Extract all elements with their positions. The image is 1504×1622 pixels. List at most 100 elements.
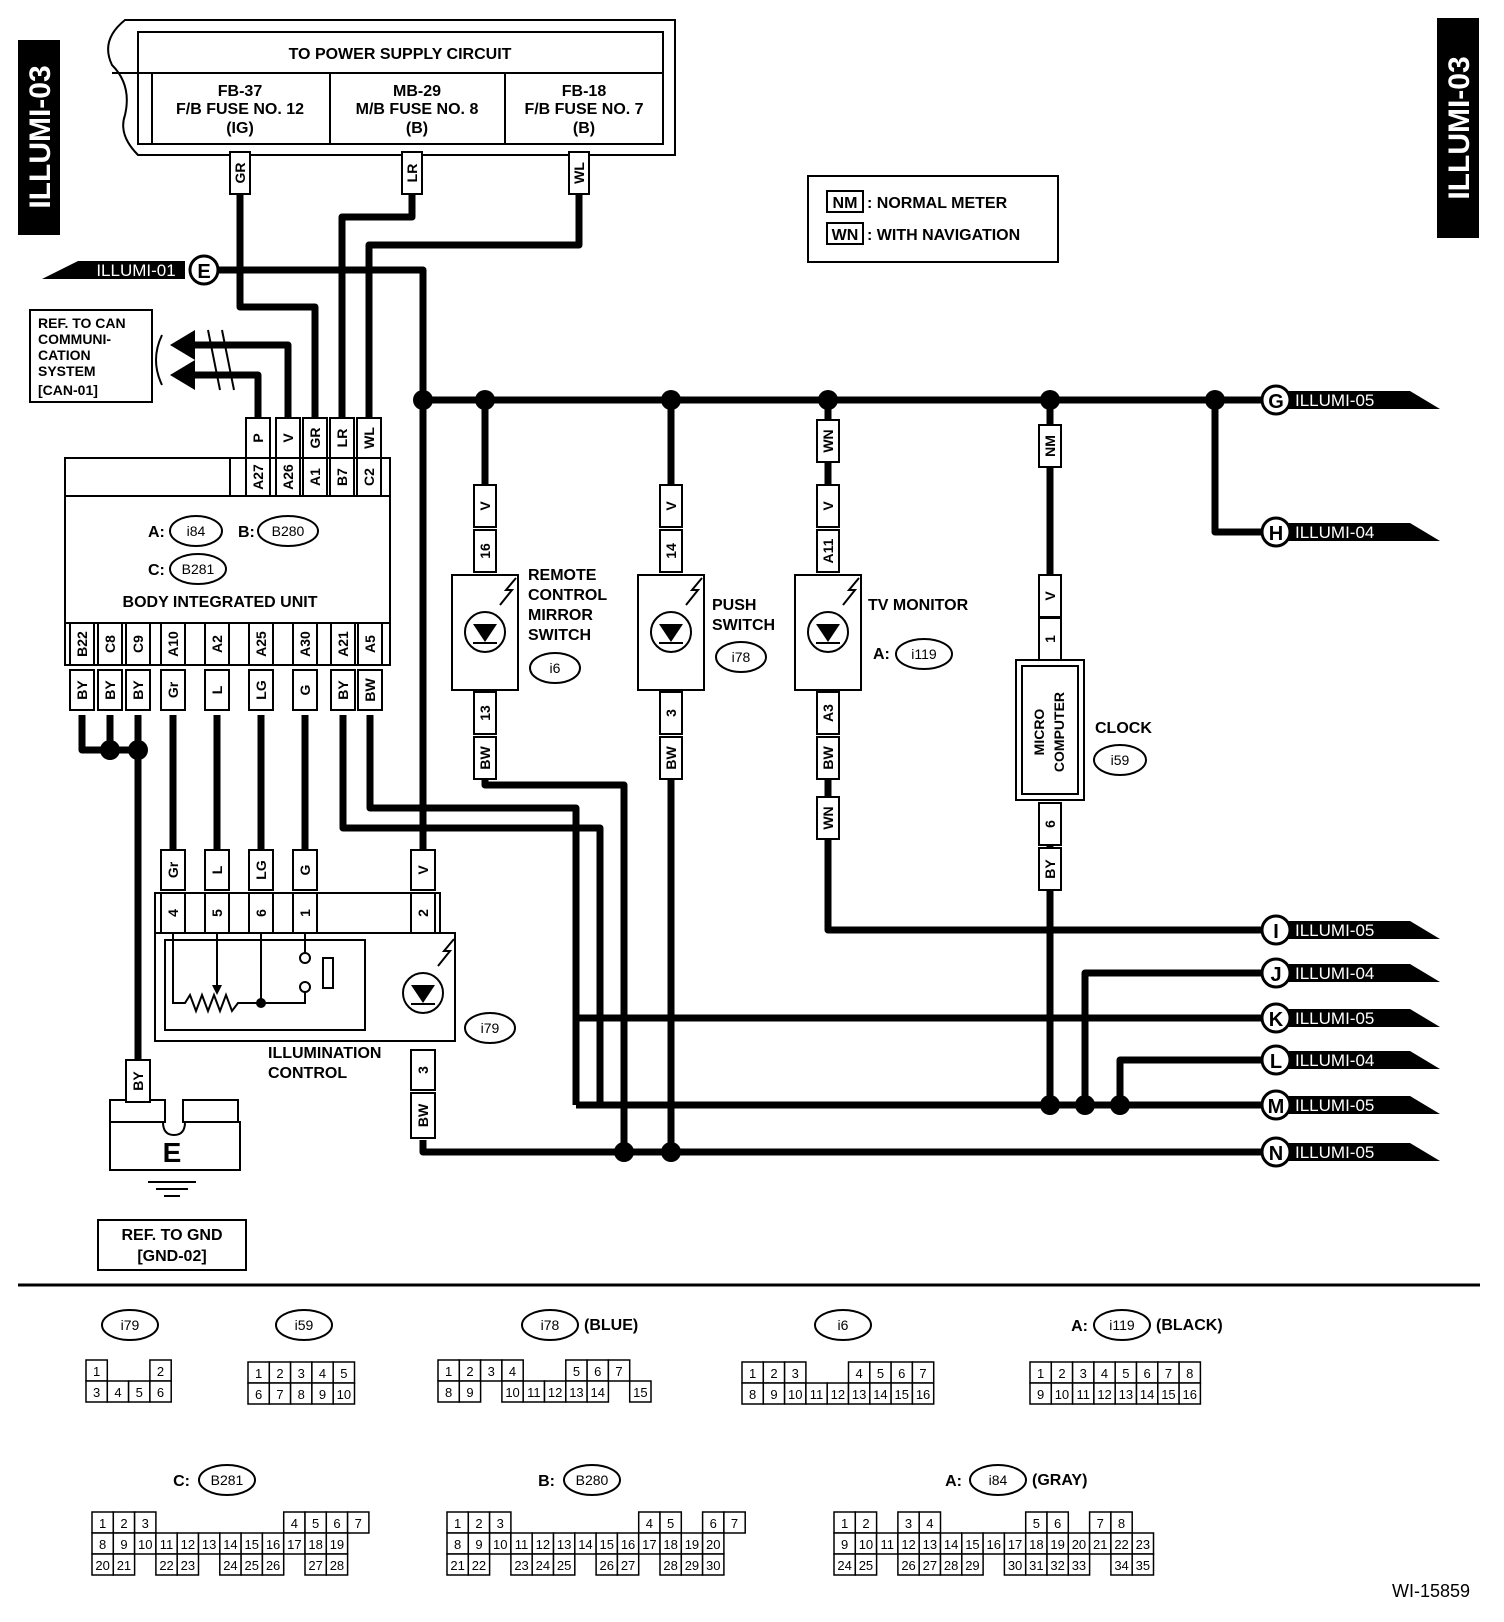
biu-bottom-pin-8: A5 xyxy=(357,622,383,666)
connector-i119-pin: 13 xyxy=(1119,1387,1133,1402)
connector-i59-pin: 4 xyxy=(319,1366,326,1381)
biu-bottom-wire-5: LG xyxy=(248,669,274,711)
connector-B281-pin: 6 xyxy=(333,1516,340,1531)
offpage-G[interactable]: G ILLUMI-05 xyxy=(1260,384,1440,416)
offpage-K[interactable]: K ILLUMI-05 xyxy=(1260,1002,1440,1034)
svg-text:BY: BY xyxy=(102,680,118,700)
svg-text:1: 1 xyxy=(1042,635,1058,643)
offpage-H[interactable]: H ILLUMI-04 xyxy=(1260,516,1440,548)
connector-i6-pin: 3 xyxy=(792,1366,799,1381)
connector-i78-pin: 5 xyxy=(573,1364,580,1379)
offpage-I[interactable]: I ILLUMI-05 xyxy=(1260,914,1440,946)
svg-text:V: V xyxy=(477,501,493,511)
connector-i119-pin: 3 xyxy=(1080,1366,1087,1381)
clock-wire-bot: BY xyxy=(1038,847,1062,891)
svg-text:A30: A30 xyxy=(297,631,313,657)
offpage-L[interactable]: L ILLUMI-04 xyxy=(1260,1044,1440,1076)
offpage-N[interactable]: N ILLUMI-05 xyxy=(1260,1136,1440,1168)
connector-i119-pin: 5 xyxy=(1122,1366,1129,1381)
fuse-3-line2: F/B FUSE NO. 7 xyxy=(524,101,643,118)
connector-i84-pin: 1 xyxy=(841,1516,848,1531)
connector-i78-suffix: (BLUE) xyxy=(584,1317,638,1334)
svg-text:BY: BY xyxy=(1042,859,1058,879)
connector-i6-pin: 1 xyxy=(749,1366,756,1381)
svg-text:Gr: Gr xyxy=(165,681,181,698)
connector-B280-pin: 22 xyxy=(472,1558,486,1573)
connector-i6-pin: 16 xyxy=(916,1387,930,1402)
svg-text:LR: LR xyxy=(334,429,350,448)
biu-bottom-wire-8: BW xyxy=(357,669,383,711)
svg-text:6: 6 xyxy=(1042,820,1058,828)
clock-pin-bot: 6 xyxy=(1038,802,1062,846)
offpage-E-label: ILLUMI-01 xyxy=(96,261,175,280)
svg-text:GR: GR xyxy=(232,163,248,184)
connector-B281-pin: 14 xyxy=(223,1537,237,1552)
connector-B281-pin: 1 xyxy=(99,1516,106,1531)
svg-text:L: L xyxy=(209,865,225,874)
connector-i79-pin: 3 xyxy=(93,1385,100,1400)
connector-i59-pin: 6 xyxy=(255,1387,262,1402)
biu-top-pin-4: C2 xyxy=(356,457,382,497)
connector-i6-pin: 9 xyxy=(770,1387,777,1402)
connector-B280-pin: 3 xyxy=(497,1516,504,1531)
svg-text:BY: BY xyxy=(335,680,351,700)
offpage-E[interactable]: ILLUMI-01 E xyxy=(42,254,220,286)
svg-text:BW: BW xyxy=(820,746,836,770)
connector-i59-pin: 8 xyxy=(298,1387,305,1402)
connector-i78-pin: 11 xyxy=(527,1385,541,1400)
connector-i6-pin: 2 xyxy=(770,1366,777,1381)
connector-i6-pin: 12 xyxy=(831,1387,845,1402)
offpage-J-letter: J xyxy=(1270,964,1281,986)
svg-text:3: 3 xyxy=(663,709,679,717)
illum-label-2: CONTROL xyxy=(268,1065,347,1082)
mirror-label-2: CONTROL xyxy=(528,587,607,604)
connector-i119-pin: 12 xyxy=(1097,1387,1111,1402)
connector-B280-pin: 20 xyxy=(706,1537,720,1552)
connector-i78-pin: 8 xyxy=(445,1385,452,1400)
biu-top-wire-0: P xyxy=(245,417,271,459)
svg-text:LG: LG xyxy=(253,680,269,700)
connector-B280-pin: 26 xyxy=(600,1558,614,1573)
offpage-H-letter: H xyxy=(1269,523,1283,545)
svg-text:V: V xyxy=(1042,591,1058,601)
connector-i119-pin: 9 xyxy=(1037,1387,1044,1402)
connector-i84-pin: 35 xyxy=(1136,1558,1150,1573)
biu-bottom-pin-6: A30 xyxy=(292,622,318,666)
connector-i84-pin: 17 xyxy=(1008,1537,1022,1552)
biu-top-wire-1: V xyxy=(275,417,301,459)
connector-i79-pin: 1 xyxy=(93,1364,100,1379)
svg-text:L: L xyxy=(209,685,225,694)
svg-text:A5: A5 xyxy=(362,635,378,653)
connector-B280-pin: 17 xyxy=(642,1537,656,1552)
connector-i119-pin: 8 xyxy=(1186,1366,1193,1381)
connector-B281-pin: 23 xyxy=(181,1558,195,1573)
svg-text:G: G xyxy=(297,864,313,875)
push-wire-bot: BW xyxy=(659,736,683,780)
connector-i6-pin: 10 xyxy=(788,1387,802,1402)
connector-B281-pin: 7 xyxy=(355,1516,362,1531)
illumination-control: i79 ILLUMINATION CONTROL xyxy=(154,892,516,1082)
connector-i84-pin: 19 xyxy=(1050,1537,1064,1552)
offpage-M[interactable]: M ILLUMI-05 xyxy=(1260,1089,1440,1121)
svg-text:A21: A21 xyxy=(335,631,351,657)
connector-i84-pin: 12 xyxy=(901,1537,915,1552)
connector-i119-pin: 7 xyxy=(1165,1366,1172,1381)
svg-text:A10: A10 xyxy=(165,631,181,657)
svg-text:C9: C9 xyxy=(130,635,146,653)
biu-conn-a: i84 xyxy=(187,523,206,539)
svg-text:NM: NM xyxy=(1042,435,1058,457)
offpage-J[interactable]: J ILLUMI-04 xyxy=(1260,957,1440,989)
fuse-3-line3: (B) xyxy=(573,120,595,137)
svg-text:BW: BW xyxy=(362,678,378,702)
connector-i84-pin: 3 xyxy=(905,1516,912,1531)
tv-tag-top: WN xyxy=(816,419,840,463)
can-ref-line4: SYSTEM xyxy=(38,363,96,379)
mirror-wire-bot: BW xyxy=(473,736,497,780)
svg-text:A3: A3 xyxy=(820,704,836,722)
svg-text:BW: BW xyxy=(415,1103,431,1127)
offpage-G-letter: G xyxy=(1268,391,1284,413)
can-ref-line2: COMMUNI- xyxy=(38,331,111,347)
can-arrow-2 xyxy=(170,360,195,390)
